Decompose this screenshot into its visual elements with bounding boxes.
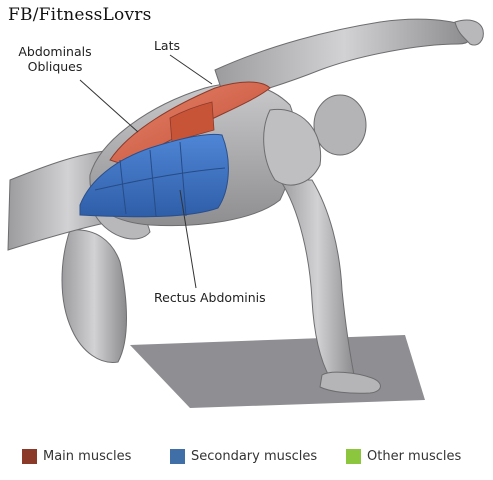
head: [313, 94, 367, 156]
legend-item-secondary: Secondary muscles: [170, 447, 317, 465]
support-hand: [319, 371, 381, 394]
shoulder: [263, 108, 322, 186]
main-swatch: [22, 448, 37, 464]
rectus-abdominis-muscle: [79, 133, 229, 218]
leader-abdominals: [79, 79, 139, 133]
label-abdominals: Abdominals: [18, 44, 92, 59]
legend-item-main: Main muscles: [22, 447, 131, 465]
legend-item-other: Other muscles: [346, 447, 461, 465]
secondary-swatch: [170, 448, 185, 464]
legend-main-label: Main muscles: [43, 448, 132, 464]
label-lats: Lats: [153, 38, 181, 53]
leg-back: [61, 229, 127, 363]
leader-lats: [169, 54, 213, 85]
legend: Main muscles Secondary muscles Other mus…: [0, 447, 493, 467]
label-rectus-abdominis: Rectus Abdominis: [154, 290, 266, 305]
legend-other-label: Other muscles: [367, 448, 462, 464]
floor-shadow: [130, 335, 425, 408]
label-abdominals-obliques: Abdominals Obliques: [10, 44, 100, 74]
other-swatch: [346, 448, 361, 464]
ab-segments: [94, 141, 226, 217]
raised-hand: [454, 19, 484, 46]
watermark: FB/FitnessLovrs: [8, 5, 152, 25]
label-obliques: Obliques: [27, 59, 83, 74]
leader-rectus: [179, 189, 197, 289]
legend-secondary-label: Secondary muscles: [191, 448, 318, 464]
